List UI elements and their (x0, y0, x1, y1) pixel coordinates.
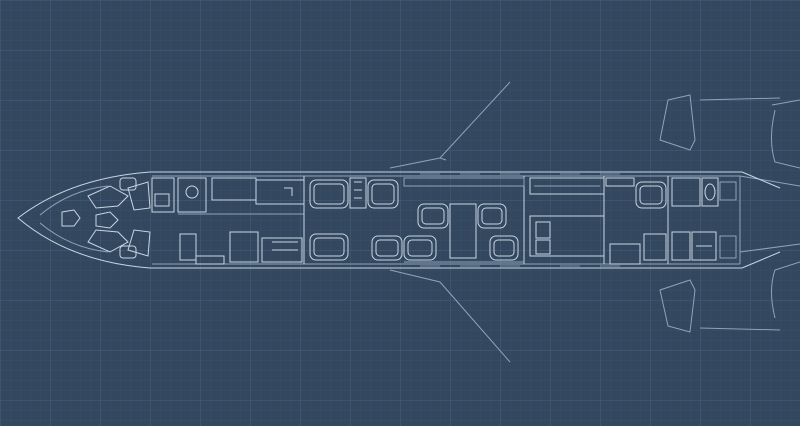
aft-cabin (605, 177, 667, 265)
forward-lounge (309, 177, 403, 261)
cockpit (39, 181, 151, 257)
forward-wardrobe (179, 231, 303, 265)
mid-cabin-club (403, 177, 525, 263)
lower-engine-nacelle (659, 243, 800, 333)
upper-engine-nacelle (659, 94, 800, 187)
divan-area (529, 177, 605, 257)
fuselage-outline (17, 171, 781, 269)
pilot-seat (119, 177, 137, 191)
copilot-seat (119, 245, 137, 259)
aft-lavatory (671, 177, 737, 261)
window-line (420, 173, 620, 267)
upper-wing (389, 81, 511, 169)
cabin-inner-wall (152, 175, 741, 265)
lower-wing (389, 269, 511, 363)
